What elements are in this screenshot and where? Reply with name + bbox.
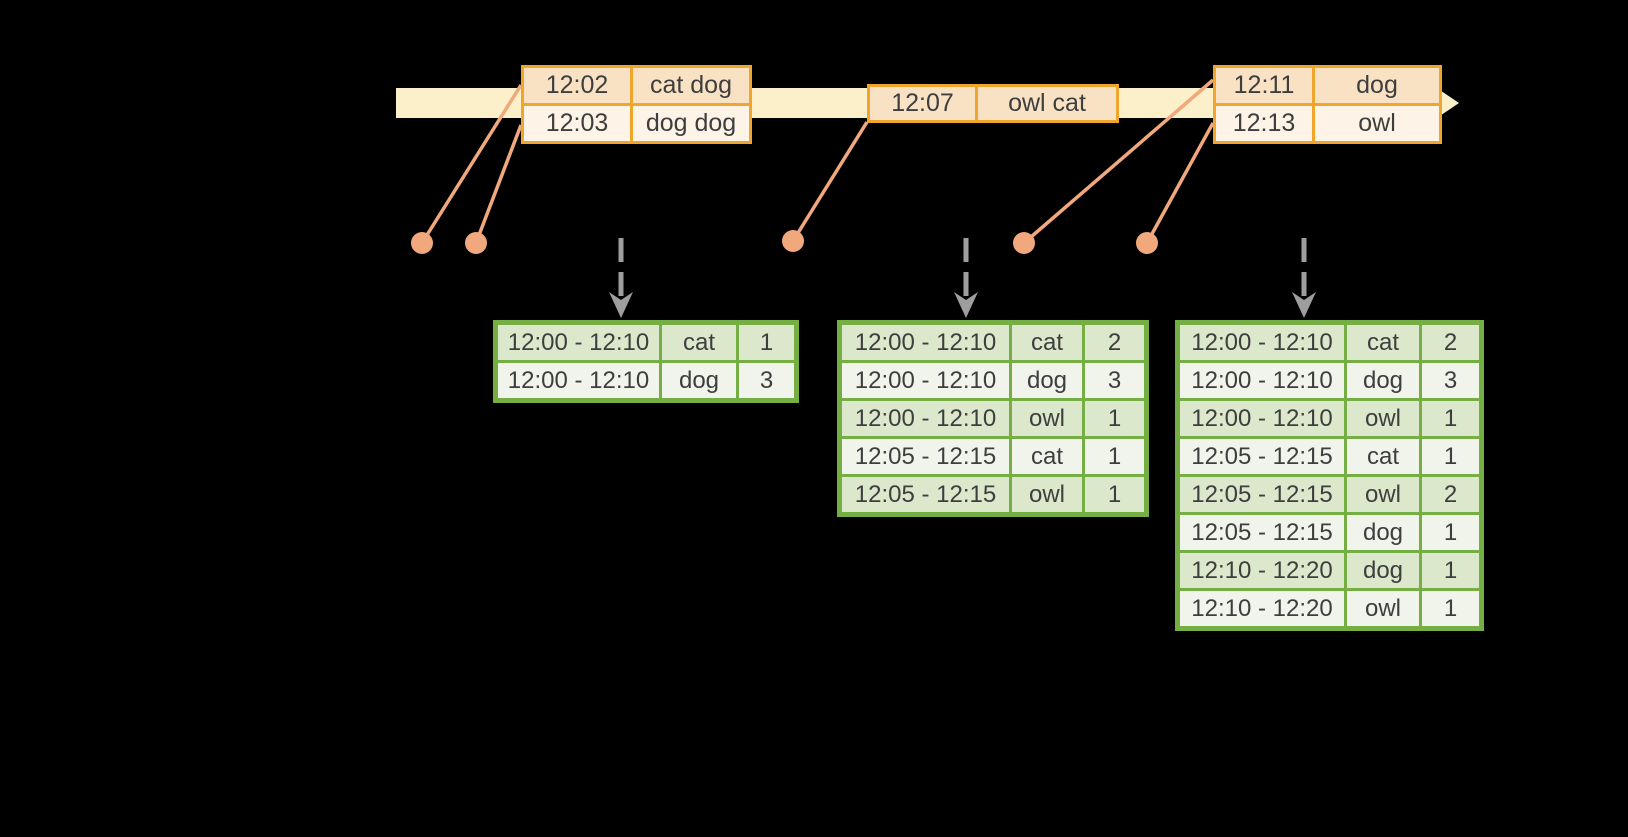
result-count-cell: 1 (1082, 474, 1148, 516)
event-marker-dot (1136, 232, 1158, 254)
result-count-cell: 3 (1419, 360, 1483, 401)
result-count-cell: 2 (1082, 321, 1148, 363)
result-window-cell: 12:05 - 12:15 (838, 436, 1012, 477)
event-time-cell: 12:13 (1213, 103, 1315, 144)
result-word-cell: dog (1009, 360, 1085, 401)
result-word-cell: owl (1344, 398, 1422, 439)
event-words-cell: owl cat (975, 84, 1119, 123)
result-count-cell: 1 (1419, 436, 1483, 477)
result-window-cell: 12:00 - 12:10 (838, 360, 1012, 401)
result-count-cell: 1 (736, 321, 798, 363)
result-window-cell: 12:00 - 12:10 (494, 321, 662, 363)
result-count-cell: 1 (1419, 398, 1483, 439)
event-marker-dot (782, 230, 804, 252)
result-count-cell: 1 (1419, 550, 1483, 591)
result-count-cell: 2 (1419, 321, 1483, 363)
trigger-arrowhead-icon (954, 292, 978, 318)
event-words-cell: owl (1312, 103, 1442, 144)
result-window-cell: 12:00 - 12:10 (1176, 321, 1347, 363)
result-word-cell: dog (1344, 512, 1422, 553)
result-window-cell: 12:05 - 12:15 (1176, 512, 1347, 553)
result-word-cell: owl (1344, 474, 1422, 515)
result-word-cell: cat (1344, 321, 1422, 363)
result-word-cell: owl (1009, 398, 1085, 439)
event-words-cell: dog (1312, 65, 1442, 106)
event-words-cell: cat dog (630, 65, 752, 106)
event-marker-dot (411, 232, 433, 254)
result-word-cell: dog (1344, 550, 1422, 591)
event-marker-dot (1013, 232, 1035, 254)
result-window-cell: 12:10 - 12:20 (1176, 550, 1347, 591)
result-count-cell: 1 (1082, 436, 1148, 477)
event-connector-line (474, 124, 523, 244)
result-window-cell: 12:05 - 12:15 (1176, 436, 1347, 477)
result-word-cell: cat (659, 321, 739, 363)
event-time-cell: 12:07 (867, 84, 978, 123)
event-marker-dot (465, 232, 487, 254)
result-window-cell: 12:00 - 12:10 (838, 321, 1012, 363)
event-time-cell: 12:02 (521, 65, 633, 106)
result-window-cell: 12:00 - 12:10 (838, 398, 1012, 439)
result-word-cell: cat (1344, 436, 1422, 477)
result-count-cell: 1 (1419, 588, 1483, 630)
result-word-cell: owl (1009, 474, 1085, 516)
result-count-cell: 1 (1419, 512, 1483, 553)
event-time-cell: 12:11 (1213, 65, 1315, 106)
result-word-cell: dog (1344, 360, 1422, 401)
result-window-cell: 12:00 - 12:10 (1176, 360, 1347, 401)
result-window-cell: 12:05 - 12:15 (1176, 474, 1347, 515)
result-word-cell: dog (659, 360, 739, 402)
result-count-cell: 3 (1082, 360, 1148, 401)
result-window-cell: 12:10 - 12:20 (1176, 588, 1347, 630)
result-word-cell: cat (1009, 321, 1085, 363)
result-count-cell: 2 (1419, 474, 1483, 515)
result-word-cell: owl (1344, 588, 1422, 630)
result-count-cell: 3 (736, 360, 798, 402)
result-word-cell: cat (1009, 436, 1085, 477)
result-window-cell: 12:00 - 12:10 (494, 360, 662, 402)
trigger-arrowhead-icon (609, 292, 633, 318)
result-window-cell: 12:05 - 12:15 (838, 474, 1012, 516)
result-count-cell: 1 (1082, 398, 1148, 439)
event-time-cell: 12:03 (521, 103, 633, 144)
event-connector-line (1145, 122, 1215, 244)
trigger-arrowhead-icon (1292, 292, 1316, 318)
event-words-cell: dog dog (630, 103, 752, 144)
result-window-cell: 12:00 - 12:10 (1176, 398, 1347, 439)
event-connector-line (791, 121, 869, 242)
